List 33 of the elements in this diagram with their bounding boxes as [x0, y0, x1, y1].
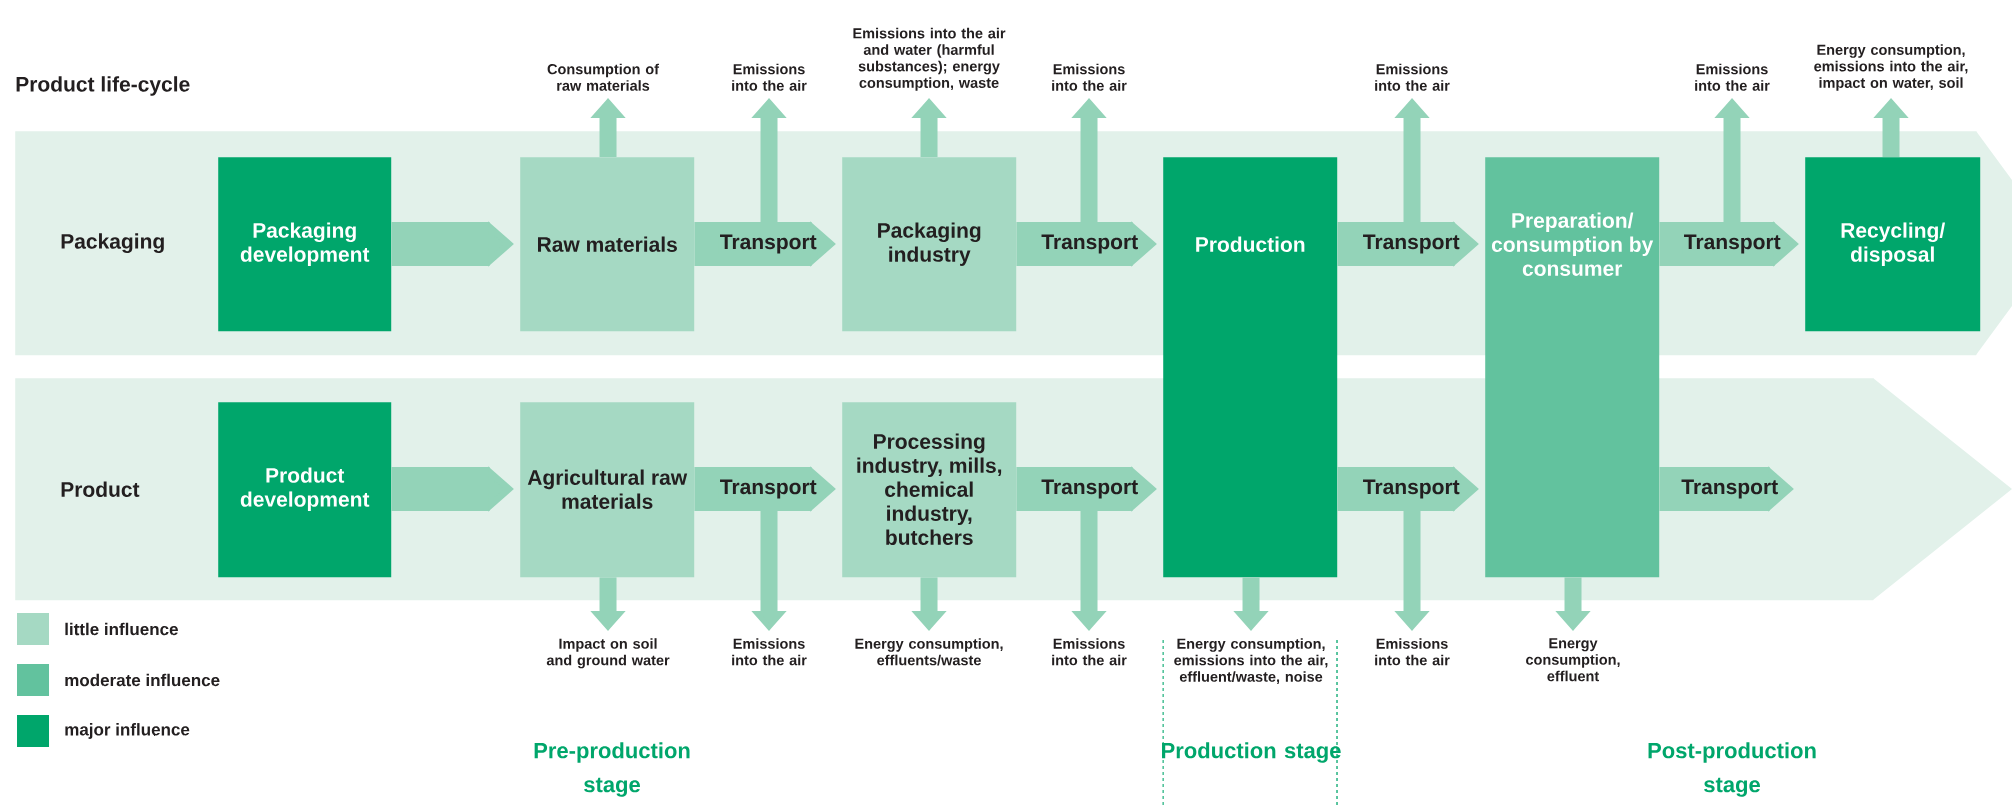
stage-box: Production — [1163, 157, 1338, 578]
impact-note: Emissions into the air — [1052, 638, 1127, 666]
stage-box: Packaging industry — [842, 157, 1017, 332]
title: Product life-cycle — [16, 76, 190, 96]
impact-note: Energy consumption, effluents/waste — [855, 638, 1003, 666]
legend-label: major influence — [65, 723, 190, 739]
edge-label: Transport — [1680, 478, 1780, 500]
impact-note: Energy consumption, effluent — [1526, 638, 1620, 682]
impact-note: Emissions into the air — [1052, 63, 1127, 91]
impact-note: Consumption of raw materials — [547, 63, 660, 91]
stage-box: Raw materials — [520, 157, 695, 332]
impact-note: Emissions into the air and water (harmful substances); energy consumption, waste — [853, 27, 1006, 91]
stage-box: Product development — [218, 402, 392, 578]
impact-note: Emissions into the air — [1695, 63, 1770, 91]
legend-label: little influence — [65, 622, 178, 636]
impact-note: Emissions into the air — [732, 638, 807, 666]
stage-label: Production stage — [1162, 742, 1341, 763]
stage-box: Processing industry, mills, chemical industry, butchers — [842, 402, 1017, 578]
stage-box: Preparation/ consumption by consumer — [1485, 157, 1660, 578]
impact-note: Impact on soil and ground water — [546, 638, 670, 669]
stage-label: Post-production stage — [1648, 742, 1816, 797]
impact-note: Emissions into the air — [732, 63, 807, 91]
stage-box: Packaging development — [218, 157, 392, 332]
impact-note: Energy consumption, emissions into the air, effluent/waste, noise — [1174, 638, 1328, 684]
stage-box: Recycling/ disposal — [1805, 157, 1981, 332]
legend-label: moderate influence — [65, 673, 220, 687]
impact-note: Emissions into the air — [1375, 63, 1450, 91]
impact-note: Emissions into the air — [1375, 638, 1450, 666]
stage-label: Pre-production stage — [534, 742, 690, 797]
stage-box: Agricultural raw materials — [520, 402, 695, 578]
impact-note: Energy consumption, emissions into the air, impact on water, soil — [1814, 44, 1968, 91]
edge-label: Transport — [1040, 478, 1140, 500]
edge-label: Transport — [1040, 233, 1140, 255]
